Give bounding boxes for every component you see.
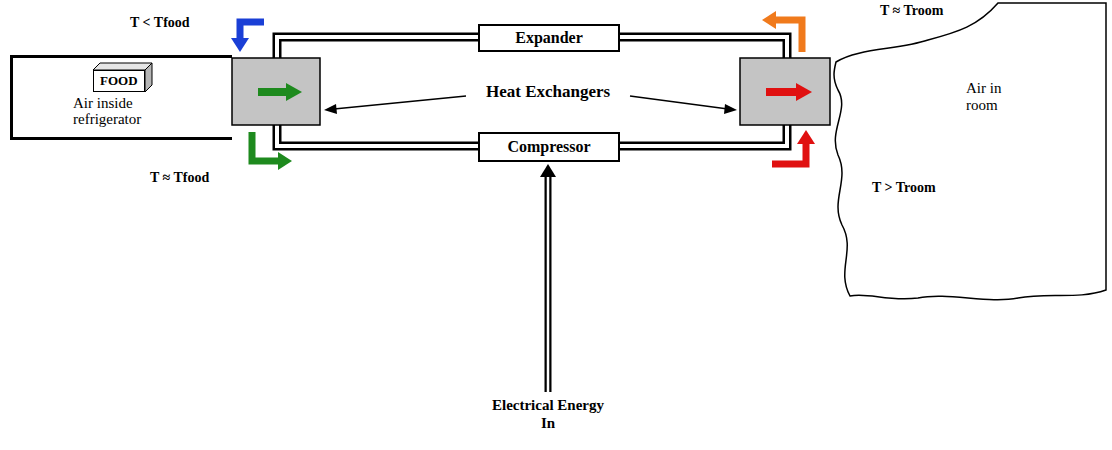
- food-label: FOOD: [100, 73, 138, 89]
- temperature-label: T > Troom: [872, 180, 936, 196]
- component-name: Expander: [515, 29, 583, 47]
- leader-line: [334, 96, 466, 109]
- temperature-label: T ≈ Tfood: [150, 170, 209, 186]
- flow-arrow: [772, 142, 806, 164]
- energy-arrow: [545, 174, 552, 392]
- cloud-outline-svg: [828, 0, 1110, 305]
- flow-arrow: [240, 22, 264, 40]
- arrow-head: [724, 104, 737, 114]
- food-box: FOOD: [93, 70, 145, 92]
- refrigerator-outline: Air inside refrigerator FOOD: [10, 55, 232, 140]
- energy-arrow-inner: [547, 176, 550, 392]
- flow-arrow: [252, 132, 280, 161]
- temperature-label: T ≈ Troom: [880, 3, 943, 19]
- region-label: Air inside refrigerator: [73, 96, 168, 128]
- arrow-head: [324, 104, 337, 114]
- cloud-outline: [834, 3, 1106, 300]
- temperature-label: T < Tfood: [130, 15, 190, 31]
- pipe-loop: [277, 37, 787, 146]
- leader-line: [630, 96, 728, 109]
- arrow-head: [286, 83, 302, 101]
- arrow-head: [762, 11, 776, 29]
- energy-input-label: Electrical Energy In: [488, 396, 608, 432]
- flow-arrow: [774, 20, 802, 52]
- heat-flow-arrow: [258, 88, 288, 96]
- expander-box: Expander: [478, 24, 620, 52]
- arrow-head: [797, 130, 815, 144]
- component-name: Compressor: [507, 138, 590, 156]
- compressor-box: Compressor: [478, 132, 620, 162]
- box-top-face: [93, 63, 152, 70]
- arrow-head: [278, 152, 292, 170]
- heat-flow-arrow: [766, 88, 798, 96]
- region-label: Air in room: [966, 80, 1028, 113]
- room-air-cloud: Air in room: [828, 0, 1110, 305]
- arrow-head: [231, 38, 249, 52]
- heat-exchanger: [232, 58, 320, 125]
- arrow-head: [796, 83, 812, 101]
- arrow-head: [540, 164, 556, 177]
- box-side-face: [145, 63, 152, 92]
- heat-exchanger: [740, 58, 830, 125]
- component-label: Heat Exchangers: [486, 82, 610, 102]
